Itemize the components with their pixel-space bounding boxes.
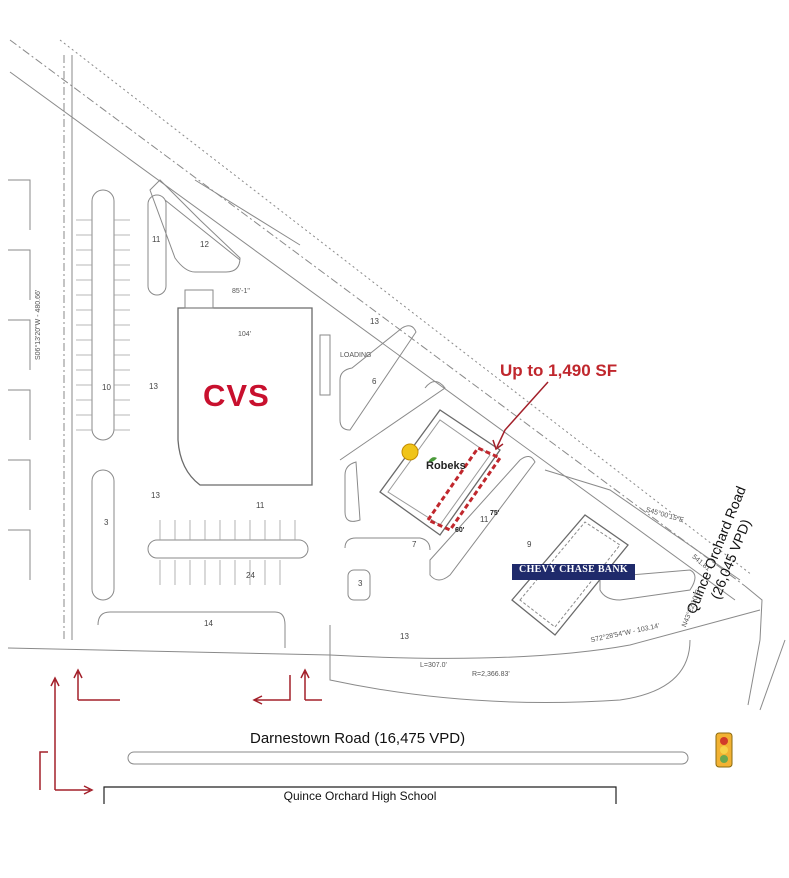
- parking-count: 13: [400, 632, 409, 641]
- darnestown-road-edge-2: [329, 625, 691, 703]
- robeks-label: Robeks: [426, 460, 466, 472]
- curve-radius-label: R=2,366.83': [472, 671, 510, 678]
- darnestown-road-label: Darnestown Road (16,475 VPD): [250, 730, 466, 747]
- road-median: [127, 751, 689, 765]
- available-space-callout: Up to 1,490 SF: [500, 361, 618, 380]
- parking-island: [339, 325, 417, 431]
- school-boundary: [103, 786, 617, 804]
- traffic-arrow: [39, 751, 48, 790]
- traffic-arrow: [252, 675, 291, 705]
- parking-count: 7: [412, 540, 417, 549]
- curve-length-label: L=307.0': [420, 662, 447, 669]
- available-space-outline: [425, 446, 503, 532]
- school-label: Quince Orchard High School: [283, 789, 437, 803]
- traffic-arrow: [73, 668, 120, 701]
- property-line-ne-inner: [9, 71, 736, 601]
- cvs-entry: [184, 289, 214, 309]
- parking-island: [91, 189, 115, 441]
- parking-island: [344, 461, 361, 522]
- cvs-building: [177, 307, 313, 486]
- parking-count: 11: [152, 235, 161, 244]
- retail-building: [379, 409, 501, 536]
- parking-count: 11: [480, 515, 489, 524]
- retail-building-inner: [387, 419, 491, 526]
- bank-building: [511, 514, 629, 636]
- parking-count: 14: [204, 619, 213, 628]
- darnestown-road-edge: [7, 609, 761, 659]
- parking-island: [347, 569, 371, 601]
- parking-count: 24: [246, 571, 255, 580]
- store-depth-label: 75': [490, 510, 500, 517]
- robeks-leaf-icon: [428, 457, 437, 463]
- store-width-label: 60': [455, 527, 465, 534]
- parking-island: [147, 539, 309, 559]
- parking-island: [149, 179, 241, 273]
- parking-island: [429, 456, 536, 581]
- callout-arrow: [492, 381, 549, 451]
- parking-island: [147, 194, 167, 296]
- parking-count: 12: [200, 240, 209, 249]
- west-lot-strips: [8, 179, 31, 580]
- traffic-arrow: [50, 676, 94, 795]
- west-bearing-label: S06°13'20"W - 480.66': [35, 289, 42, 360]
- drive-aisle: [164, 179, 301, 261]
- parking-count: 10: [102, 383, 111, 392]
- parking-count: 6: [372, 377, 377, 386]
- cvs-dimension-label: 104': [238, 331, 252, 338]
- parking-island: [91, 469, 115, 601]
- loading-dock: [319, 334, 331, 396]
- loading-label: LOADING: [340, 352, 372, 359]
- east-curb: [544, 469, 741, 581]
- parking-count: 9: [527, 540, 532, 549]
- chevy-chase-bank-label: CHEVY CHASE BANK: [519, 564, 628, 575]
- parking-count: 13: [370, 317, 379, 326]
- tenant-logo-icon: [401, 443, 419, 461]
- cvs-dimension-label: 85'-1": [232, 288, 250, 295]
- parking-count: 3: [104, 518, 109, 527]
- parking-island: [97, 611, 286, 648]
- property-line-ne: [9, 39, 746, 587]
- parking-count: 13: [151, 491, 160, 500]
- bank-sign-bg: [512, 564, 635, 580]
- property-line-ne-outer: [59, 39, 753, 576]
- parking-count: 11: [256, 501, 265, 510]
- parking-island: [344, 537, 431, 551]
- bank-building-inner: [519, 521, 621, 628]
- parking-island: [339, 381, 446, 461]
- quince-road-edge: [744, 585, 763, 706]
- parking-count: 3: [358, 579, 363, 588]
- traffic-arrow: [300, 668, 322, 701]
- quince-road-edge-2: [759, 639, 786, 711]
- parking-count: 13: [149, 382, 158, 391]
- cvs-label: CVS: [203, 378, 270, 413]
- traffic-signal-icon: [715, 732, 733, 768]
